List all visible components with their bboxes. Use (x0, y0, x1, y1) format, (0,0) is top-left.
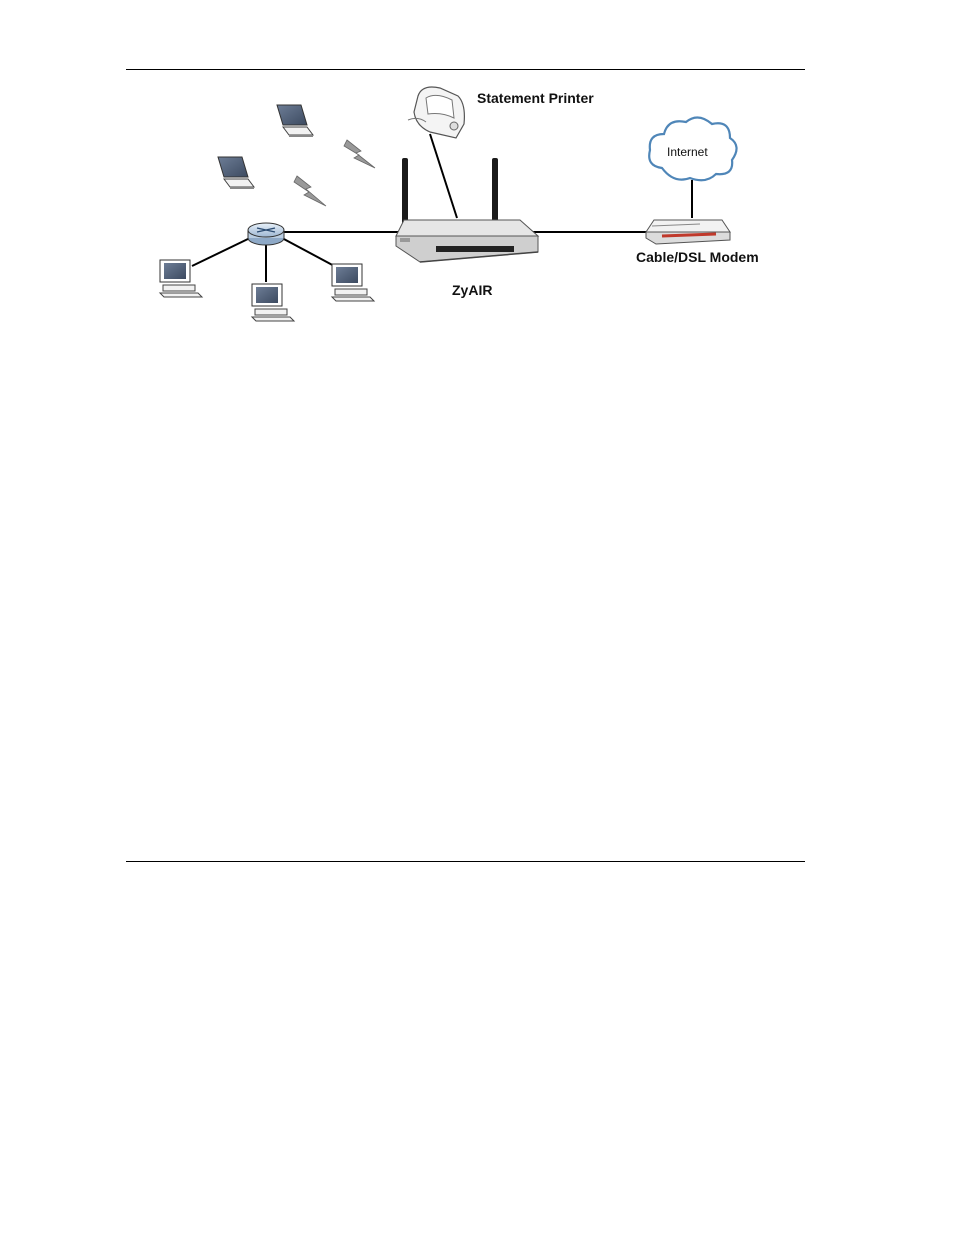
link-printer-zyair (430, 134, 457, 218)
lightning-icon (344, 140, 375, 168)
desktop-computer-icon (252, 284, 294, 321)
laptop-icon (277, 105, 313, 137)
modem-icon (646, 220, 730, 244)
link-hub-desktop-3 (282, 238, 338, 268)
bottom-rule (126, 861, 805, 862)
cable-modem-label: Cable/DSL Modem (636, 249, 759, 265)
zyair-label: ZyAIR (452, 282, 492, 298)
wireless-router-icon (396, 158, 538, 262)
laptop-icon (218, 157, 254, 189)
desktop-computer-icon (160, 260, 202, 297)
link-hub-desktop-1 (192, 238, 250, 266)
internet-label: Internet (667, 145, 708, 159)
lightning-icon (294, 176, 326, 206)
printer-icon (408, 87, 464, 138)
desktop-computer-icon (332, 264, 374, 301)
hub-icon (248, 223, 284, 245)
statement-printer-label: Statement Printer (477, 90, 594, 106)
